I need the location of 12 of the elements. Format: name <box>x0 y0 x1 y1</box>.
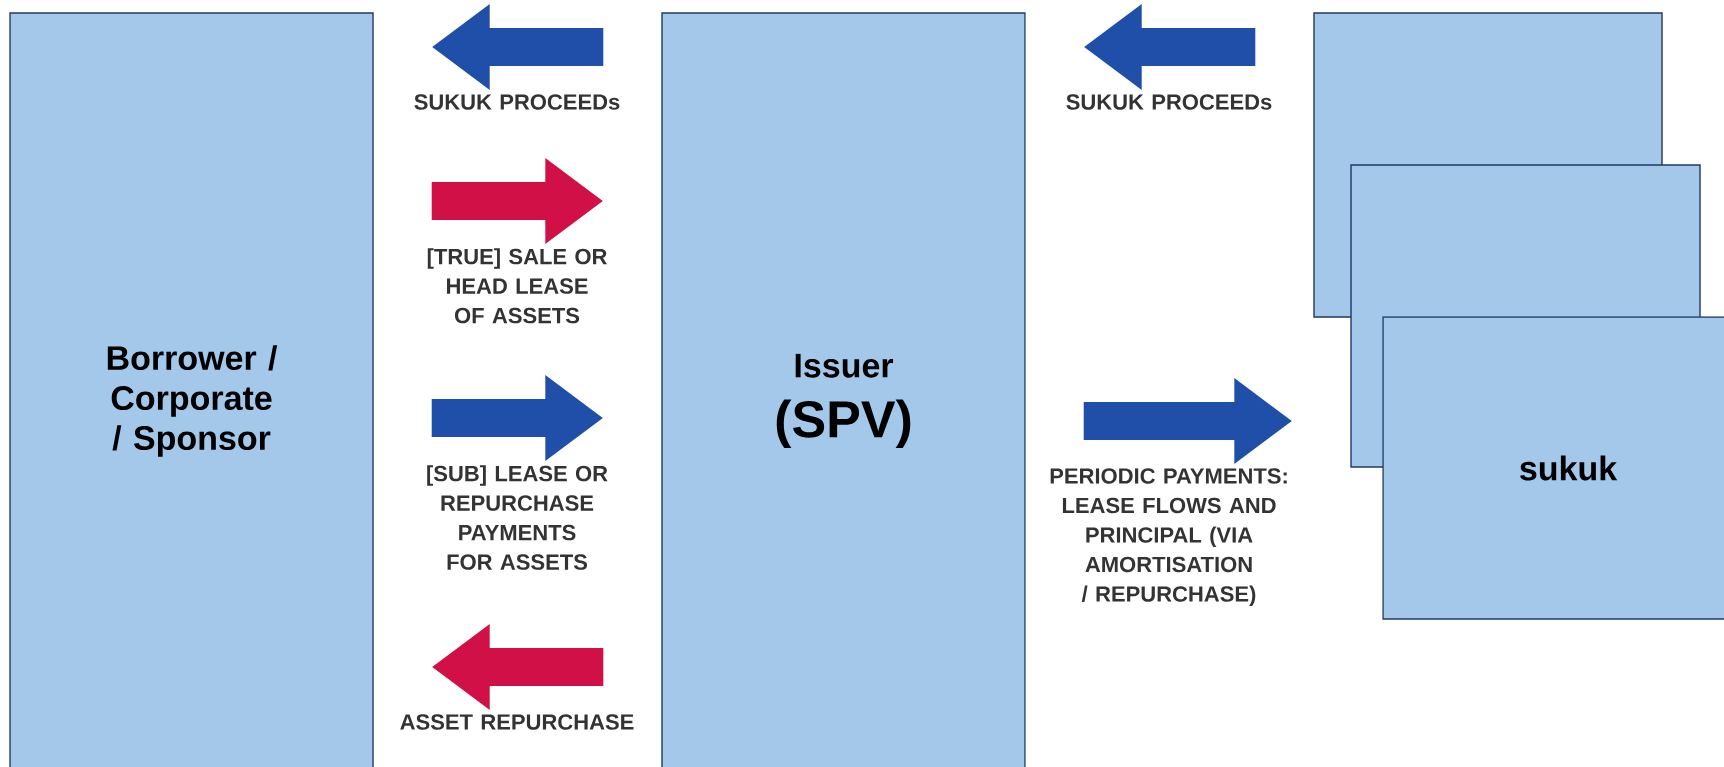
card <box>1382 316 1724 620</box>
party-box <box>661 12 1026 767</box>
party-box <box>9 12 374 767</box>
edge-label: SUKUK PROCEEDs <box>414 94 620 110</box>
edge-label: SUKUK PROCEEDs <box>1066 94 1272 110</box>
edge-label: ASSET REPURCHASE <box>400 714 634 730</box>
edge-label: PERIODIC PAYMENTS: LEASE FLOWS AND PRINCIPAL (VIA AMORTISATION / REPURCHASE) <box>1050 468 1287 607</box>
edge-label: [SUB] LEASE OR REPURCHASE PAYMENTS FOR ASSETS <box>427 465 608 570</box>
edge-label: [TRUE] SALE OR HEAD LEASE OF ASSETS <box>427 248 607 324</box>
box-text: Issuer (SPV) <box>776 353 911 449</box>
box-text: sukuk <box>1520 455 1618 481</box>
box-text: Borrower / Corporate / Sponsor <box>107 345 278 457</box>
